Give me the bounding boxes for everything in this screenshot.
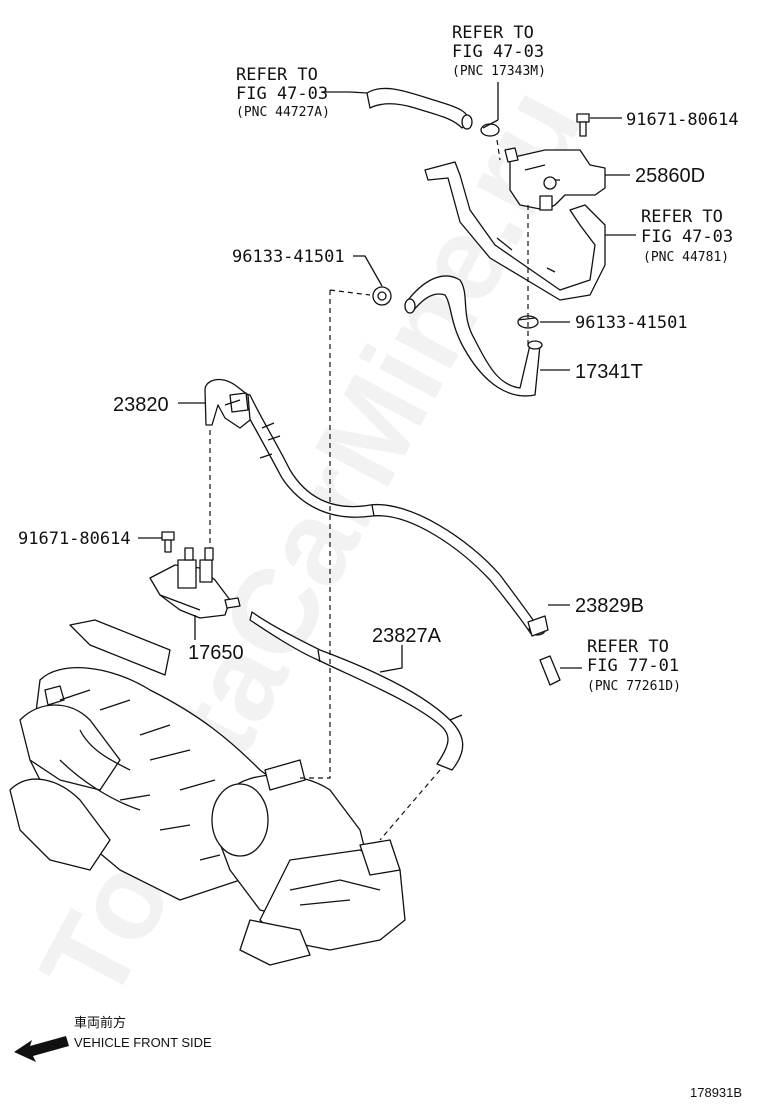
label-17650: 17650 [188, 642, 244, 664]
figure-id: 178931B [690, 1085, 742, 1100]
bracket [424, 161, 606, 301]
label-23829b: 23829B [575, 595, 644, 617]
svg-text:REFER TO: REFER TO [641, 207, 723, 227]
callout-ref-left: REFER TO FIG 47-03 (PNC 44727A) [236, 65, 330, 120]
svg-text:FIG 47-03: FIG 47-03 [236, 84, 328, 104]
label-96133-left: 96133-41501 [232, 247, 345, 267]
hose-23827a [249, 611, 464, 771]
bolt-91671-left [161, 531, 175, 553]
label-91671-top: 91671-80614 [626, 110, 739, 130]
routing-dashed-lines [209, 139, 529, 841]
label-91671-left: 91671-80614 [18, 529, 131, 549]
callout-ref-top: REFER TO FIG 47-03 (PNC 17343M) [452, 23, 546, 79]
vehicle-front-indicator: 車両前方 VEHICLE FRONT SIDE [14, 1015, 212, 1062]
front-label-jp: 車両前方 [74, 1015, 126, 1030]
label-23827a: 23827A [372, 625, 442, 647]
svg-text:FIG 47-03: FIG 47-03 [452, 42, 544, 62]
front-label-en: VEHICLE FRONT SIDE [74, 1035, 212, 1050]
svg-text:FIG 77-01: FIG 77-01 [587, 656, 679, 676]
label-96133-right: 96133-41501 [575, 313, 688, 333]
leader-lines [138, 82, 636, 673]
hose-upper-left [366, 87, 471, 129]
svg-text:REFER TO: REFER TO [587, 637, 669, 657]
svg-text:(PNC 44727A): (PNC 44727A) [236, 105, 330, 120]
vsv-17650 [149, 547, 241, 619]
svg-text:REFER TO: REFER TO [236, 65, 318, 85]
callout-ref-bottom: REFER TO FIG 77-01 (PNC 77261D) [587, 637, 681, 694]
vsv-25860d [504, 147, 606, 211]
svg-text:REFER TO: REFER TO [452, 23, 534, 43]
svg-text:FIG 47-03: FIG 47-03 [641, 227, 733, 247]
clamp-top [480, 119, 500, 137]
svg-text:(PNC 17343M): (PNC 17343M) [452, 64, 546, 79]
clamp-96133-left [372, 286, 392, 306]
bolt-91671-top [576, 113, 590, 137]
vsv-23820 [204, 378, 251, 429]
callout-ref-right: REFER TO FIG 47-03 (PNC 44781) [641, 207, 733, 265]
label-17341t: 17341T [575, 361, 643, 383]
label-23820: 23820 [113, 394, 169, 416]
engine-intake-manifold [9, 619, 406, 966]
svg-text:(PNC 77261D): (PNC 77261D) [587, 679, 681, 694]
label-25860d: 25860D [635, 165, 705, 187]
arrow-left-icon [14, 1036, 69, 1062]
svg-text:(PNC 44781): (PNC 44781) [643, 250, 729, 265]
